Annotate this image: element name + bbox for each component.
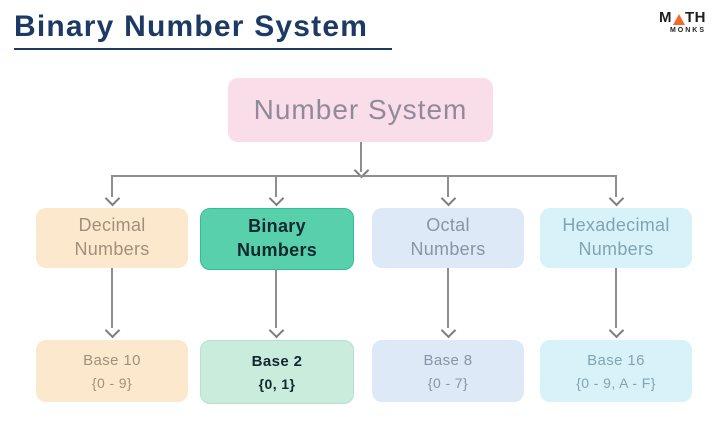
node-label-line2: {0, 1}: [258, 375, 296, 392]
node-label: Number System: [253, 94, 468, 125]
arrowhead-decimal-icon: [104, 190, 121, 207]
node-label-line2: Numbers: [236, 240, 318, 260]
connector-drop-binary: [275, 175, 277, 197]
connector-decimal-base10: [111, 268, 113, 328]
connector-root-stem: [360, 142, 362, 172]
node-label-line1: Base 16: [587, 351, 645, 369]
connector-octal-base8: [447, 268, 449, 328]
node-hexadecimal-numbers: Hexadecimal Numbers: [540, 208, 692, 268]
arrowhead-base10-icon: [104, 322, 121, 339]
arrowhead-octal-icon: [440, 190, 457, 207]
connector-hex-base16: [615, 268, 617, 328]
node-base-16: Base 16 {0 - 9, A - F}: [540, 340, 692, 402]
arrowhead-base8-icon: [440, 322, 457, 339]
page-title: Binary Number System: [14, 10, 392, 50]
logo-letter-m: M: [659, 9, 672, 26]
node-octal-numbers: Octal Numbers: [372, 208, 524, 268]
node-label-line1: Octal: [426, 215, 470, 236]
node-label-line2: Numbers: [578, 239, 654, 259]
node-label-line2: Numbers: [74, 239, 150, 259]
connector-drop-decimal: [111, 175, 113, 197]
node-binary-numbers: Binary Numbers: [200, 208, 354, 270]
node-label-line2: Numbers: [410, 239, 486, 259]
arrowhead-base16-icon: [608, 322, 625, 339]
node-base-2: Base 2 {0, 1}: [200, 340, 354, 404]
node-decimal-numbers: Decimal Numbers: [36, 208, 188, 268]
node-label-line2: {0 - 9}: [91, 374, 133, 391]
logo-subtext: MONKS: [669, 27, 706, 34]
connector-binary-base2: [275, 269, 277, 328]
logo-letters-th: TH: [685, 9, 706, 26]
node-label-line2: {0 - 9, A - F}: [576, 374, 656, 391]
math-monks-logo: M TH MONKS: [659, 10, 706, 34]
node-base-8: Base 8 {0 - 7}: [372, 340, 524, 402]
node-label-line1: Base 10: [83, 351, 141, 369]
connector-drop-hex: [615, 175, 617, 197]
node-label-line1: Base 2: [251, 352, 303, 370]
arrowhead-base2-icon: [268, 322, 285, 339]
arrowhead-hex-icon: [608, 190, 625, 207]
connector-drop-octal: [447, 175, 449, 197]
node-label-line1: Decimal: [78, 215, 146, 236]
node-label-line1: Binary: [248, 216, 306, 237]
node-number-system: Number System: [228, 78, 493, 142]
arrowhead-binary-icon: [268, 190, 285, 207]
node-label-line1: Hexadecimal: [562, 215, 670, 236]
connector-horizontal-rail: [112, 175, 617, 177]
logo-wordmark: M TH: [659, 10, 706, 25]
node-label-line1: Base 8: [423, 351, 473, 369]
node-base-10: Base 10 {0 - 9}: [36, 340, 188, 402]
node-label-line2: {0 - 7}: [427, 374, 469, 391]
logo-triangle-icon: [672, 14, 685, 25]
